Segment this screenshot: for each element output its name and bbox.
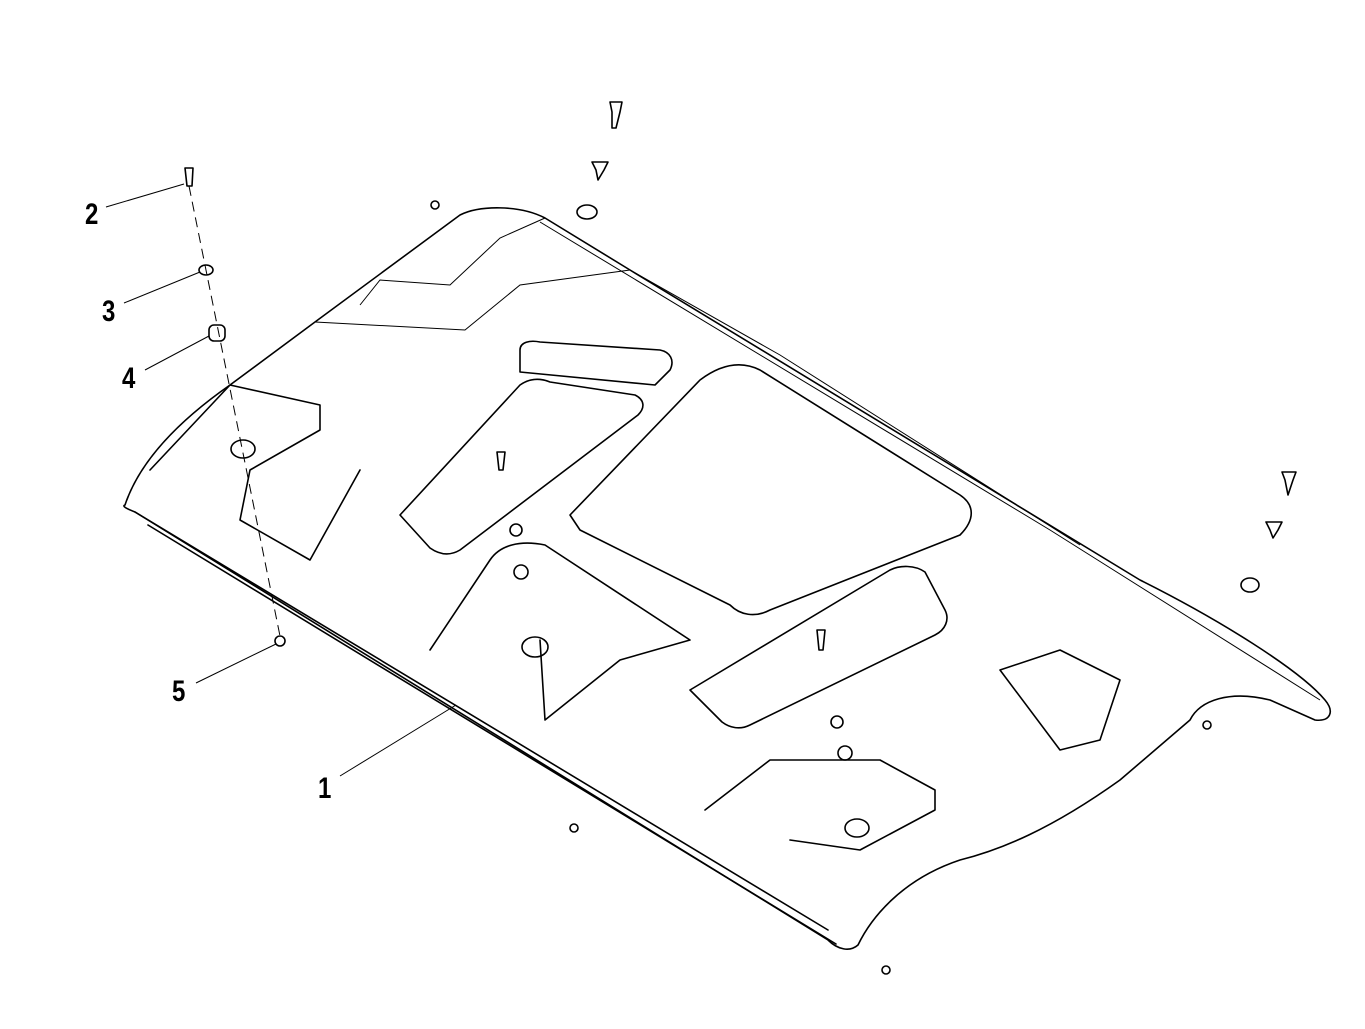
callout-4: 4: [122, 362, 136, 395]
hardware-fasteners: [184, 101, 1297, 975]
callout-1: 1: [318, 772, 332, 805]
callout-2: 2: [85, 198, 99, 231]
roof-panel-part-1: [123, 207, 1331, 950]
callout-5: 5: [172, 675, 186, 708]
leader-lines: [105, 183, 457, 777]
callout-3: 3: [102, 295, 116, 328]
